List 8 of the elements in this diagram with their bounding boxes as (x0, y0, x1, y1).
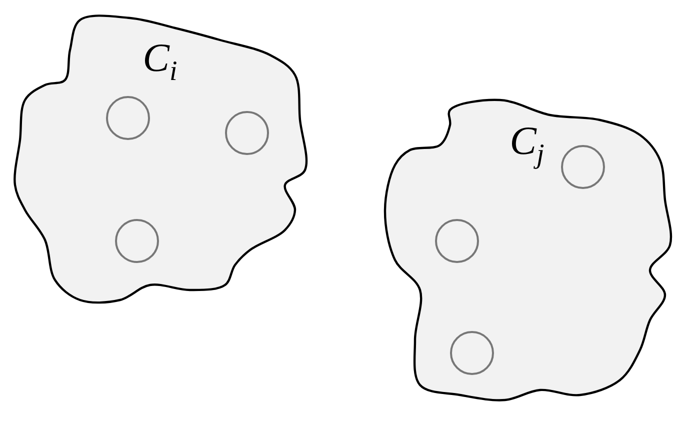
point-circle (435, 219, 479, 263)
point-circle (225, 111, 269, 155)
point-circle (106, 96, 150, 140)
point-circle (115, 219, 159, 263)
cluster-label: C$_{i}$ (142, 38, 178, 86)
cluster-label: C$_{j}$ (510, 121, 544, 169)
point-circle (561, 145, 605, 189)
point-circle (450, 331, 494, 375)
